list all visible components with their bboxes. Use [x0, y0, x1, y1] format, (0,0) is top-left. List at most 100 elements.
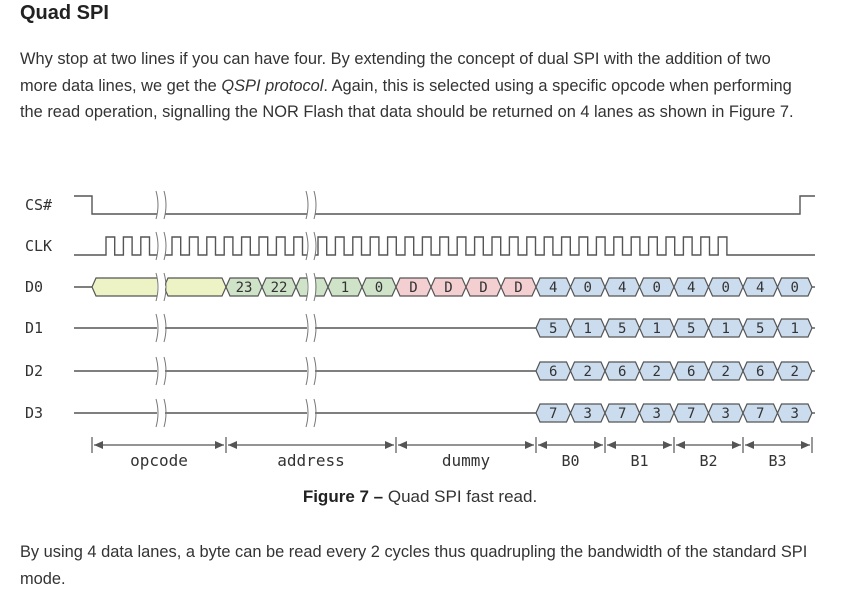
d2-data-6-label: 2: [722, 364, 730, 380]
break-mask-1-0: [307, 191, 315, 219]
break-line-a-0-2: [155, 272, 159, 302]
phase-arrowhead-right-dummy: [525, 441, 534, 449]
break-line-a-1-4: [305, 356, 309, 386]
break-mask-0-3: [157, 314, 165, 342]
break-line-b-0-2: [163, 272, 167, 302]
d0-data-6-label: 0: [722, 280, 730, 296]
break-line-a-0-5: [155, 398, 159, 428]
d2-data-7-label: 6: [756, 364, 764, 380]
phase-arrowhead-left-dummy: [398, 441, 407, 449]
d3-data-7-label: 7: [756, 406, 764, 422]
d0-opcode-cell-1: [91, 277, 165, 297]
d0-data-7-label: 4: [756, 280, 764, 296]
phase-arrowhead-right-opcode: [215, 441, 224, 449]
intro-paragraph: Why stop at two lines if you can have fo…: [20, 46, 810, 126]
d3-data-5-label: 7: [687, 406, 695, 422]
break-line-b-1-4: [313, 356, 317, 386]
break-line-b-0-4: [163, 356, 167, 386]
break-line-a-0-0: [155, 190, 159, 220]
d1-data-6-label: 1: [722, 321, 730, 337]
break-mask-0-0: [157, 191, 165, 219]
break-line-a-0-1: [155, 231, 159, 261]
clk-waveform: [74, 236, 815, 256]
phase-label-b1: B1: [630, 452, 648, 470]
intro-text-start: Why stop at two lines if you can have fo…: [20, 50, 771, 95]
break-mask-0-4: [157, 357, 165, 385]
break-mask-0-1: [157, 232, 165, 260]
signal-label-cs: CS#: [25, 196, 52, 214]
d0-data-5-label: 4: [687, 280, 695, 296]
phase-arrowhead-left-B1: [607, 441, 616, 449]
break-mask-1-1: [307, 232, 315, 260]
phase-arrowhead-right-B3: [801, 441, 810, 449]
d0-opcode-cell-2: [163, 277, 227, 297]
d2-data-4-label: 2: [653, 364, 661, 380]
d0-address-bit-0-label: 0: [375, 280, 383, 296]
signal-label-d3: D3: [25, 404, 43, 422]
d0-data-4-label: 0: [653, 280, 661, 296]
phase-label-b3: B3: [768, 452, 786, 470]
d3-data-6-label: 3: [722, 406, 730, 422]
phase-label-opcode: opcode: [130, 451, 188, 470]
outro-paragraph: By using 4 data lanes, a byte can be rea…: [20, 543, 808, 588]
break-line-b-1-0: [313, 190, 317, 220]
break-line-a-1-2: [305, 272, 309, 302]
phase-arrowhead-right-address: [385, 441, 394, 449]
break-line-a-1-1: [305, 231, 309, 261]
d1-data-5-label: 5: [687, 321, 695, 337]
caption-label: Figure 7 –: [302, 487, 384, 506]
break-line-b-0-1: [163, 231, 167, 261]
cs-line: [74, 195, 815, 215]
break-line-b-0-0: [163, 190, 167, 220]
d3-data-3-label: 7: [618, 406, 626, 422]
d1-data-2-label: 1: [584, 321, 592, 337]
phase-arrowhead-right-B1: [663, 441, 672, 449]
phase-arrowhead-right-B0: [594, 441, 603, 449]
d3-data-8-label: 3: [791, 406, 799, 422]
d0-data-2-label: 0: [584, 280, 592, 296]
d0-dummy-cycle-2-label: D: [444, 280, 452, 296]
d1-data-1-label: 5: [549, 321, 557, 337]
d2-data-1-label: 6: [549, 364, 557, 380]
phase-arrowhead-right-B2: [732, 441, 741, 449]
break-line-a-0-4: [155, 356, 159, 386]
d1-data-7-label: 5: [756, 321, 764, 337]
d2-data-8-label: 2: [791, 364, 799, 380]
phase-arrowhead-left-B0: [538, 441, 547, 449]
phase-arrowhead-left-B2: [676, 441, 685, 449]
break-line-b-1-5: [313, 398, 317, 428]
d1-data-8-label: 1: [791, 321, 799, 337]
intro-text-end: . Again, this is selected using a specif…: [20, 76, 794, 122]
d0-data-8-label: 0: [791, 280, 799, 296]
d0-address-bit-23-label: 23: [236, 280, 253, 296]
break-line-a-1-5: [305, 398, 309, 428]
break-line-a-1-0: [305, 190, 309, 220]
break-mask-0-2: [157, 273, 165, 301]
break-line-b-1-1: [313, 231, 317, 261]
signal-label-d1: D1: [25, 319, 43, 337]
d0-address-bit-22-label: 22: [271, 280, 288, 296]
phase-label-b2: B2: [699, 452, 717, 470]
break-line-b-1-3: [313, 313, 317, 343]
d0-data-1-label: 4: [549, 280, 557, 296]
d1-data-3-label: 5: [618, 321, 626, 337]
break-line-b-1-2: [313, 272, 317, 302]
signal-label-d0: D0: [25, 278, 43, 296]
d2-data-2-label: 2: [584, 364, 592, 380]
break-mask-0-5: [157, 399, 165, 427]
break-line-a-1-3: [305, 313, 309, 343]
d0-dummy-cycle-1-label: D: [409, 280, 417, 296]
d0-dummy-cycle-4-label: D: [514, 280, 522, 296]
break-mask-1-4: [307, 357, 315, 385]
d0-address-bit-1-label: 1: [341, 280, 349, 296]
clk-line: [74, 236, 815, 256]
cs-waveform: [74, 195, 815, 215]
break-line-b-0-3: [163, 313, 167, 343]
intro-emphasis: QSPI protocol: [221, 76, 324, 95]
d2-data-3-label: 6: [618, 364, 626, 380]
